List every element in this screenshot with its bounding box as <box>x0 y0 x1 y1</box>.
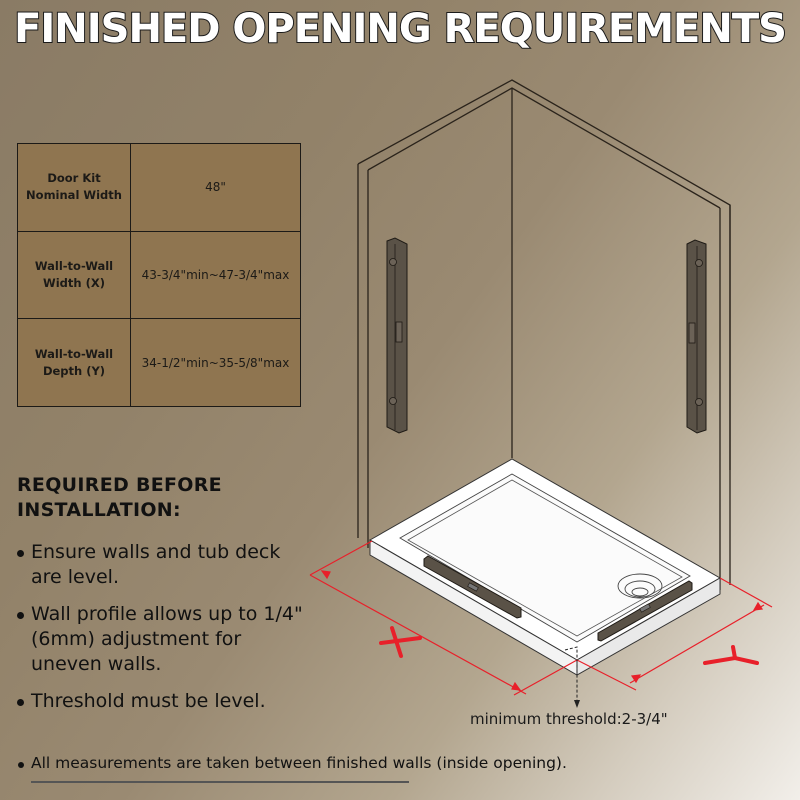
heading-line: REQUIRED BEFORE <box>17 474 222 496</box>
spec-label: Wall-to-Wall Width (X) <box>17 230 131 320</box>
list-item: Ensure walls and tub deck are level. <box>17 540 317 590</box>
requirements-list: Ensure walls and tub deck are level. Wal… <box>17 540 317 726</box>
screw-icon <box>695 259 703 267</box>
spec-label-line: Wall-to-Wall <box>34 346 114 361</box>
spec-label: Door Kit Nominal Width <box>17 143 131 232</box>
screw-icon <box>695 398 703 406</box>
x-label <box>379 626 422 658</box>
spec-value: 34-1/2"min~35-5/8"max <box>130 318 301 407</box>
spec-label-line: Depth (Y) <box>42 363 106 378</box>
spec-label-line: Width (X) <box>43 275 105 290</box>
y-label <box>703 645 759 665</box>
spec-value: 48" <box>130 143 301 232</box>
spec-label-line: Door Kit <box>47 171 101 186</box>
dimension-y <box>576 577 773 691</box>
spec-label: Wall-to-Wall Depth (Y) <box>17 318 131 407</box>
dimension-x <box>309 540 578 696</box>
threshold-indicator <box>564 646 578 700</box>
screw-icon <box>389 397 397 405</box>
list-item: Threshold must be level. <box>17 689 317 714</box>
table-row: Door Kit Nominal Width 48" <box>17 143 301 232</box>
page-title: FINISHED OPENING REQUIREMENTS <box>13 5 788 53</box>
list-item: Wall profile allows up to 1/4" (6mm) adj… <box>17 602 317 677</box>
heading-line: INSTALLATION: <box>17 499 181 521</box>
table-row: Wall-to-Wall Width (X) 43-3/4"min~47-3/4… <box>17 230 301 320</box>
spec-value: 43-3/4"min~47-3/4"max <box>130 230 301 320</box>
left-wall-profile <box>386 237 408 434</box>
shower-base <box>368 458 722 676</box>
drain-icon <box>617 573 663 599</box>
requirements-heading: REQUIRED BEFORE INSTALLATION: <box>17 473 222 523</box>
corner-walls <box>357 79 731 590</box>
footnote-underline <box>31 781 409 783</box>
spec-label-line: Wall-to-Wall <box>34 258 114 273</box>
right-wall-profile <box>686 239 707 434</box>
threshold-label: minimum threshold:2-3/4" <box>470 710 668 728</box>
screw-icon <box>389 258 397 266</box>
footnote: All measurements are taken between finis… <box>17 754 567 772</box>
spec-table: Door Kit Nominal Width 48" Wall-to-Wall … <box>17 143 301 407</box>
arrow-down-icon <box>574 700 580 708</box>
spec-label-line: Nominal Width <box>26 188 122 203</box>
table-row: Wall-to-Wall Depth (Y) 34-1/2"min~35-5/8… <box>17 318 301 407</box>
